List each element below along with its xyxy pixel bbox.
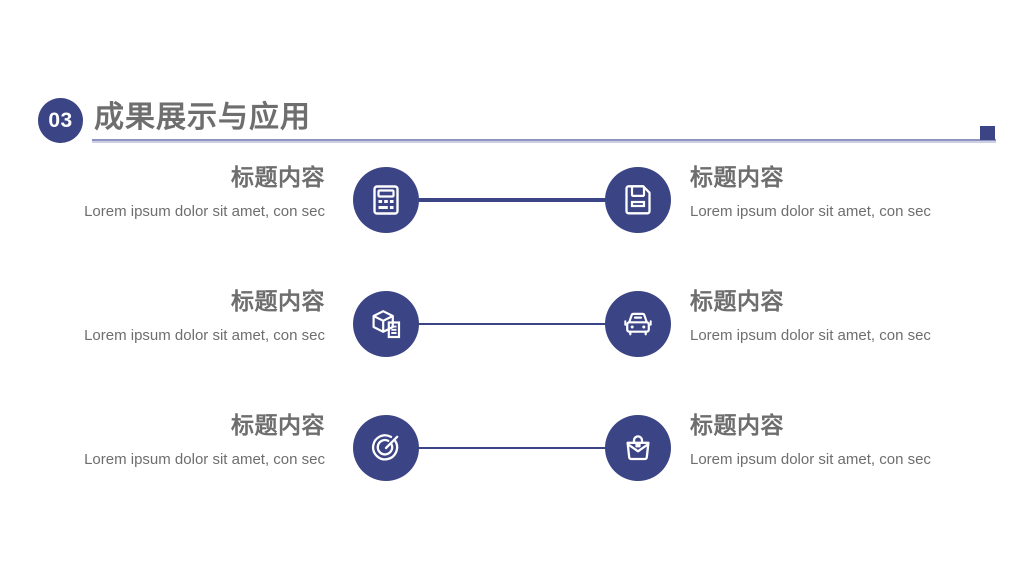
row-left-text-block: 标题内容 Lorem ipsum dolor sit amet, con sec bbox=[35, 409, 335, 471]
briefcase-lock-icon bbox=[621, 431, 655, 465]
row-right-text-block: 标题内容 Lorem ipsum dolor sit amet, con sec bbox=[690, 409, 990, 471]
content-row: 标题内容 Lorem ipsum dolor sit amet, con sec bbox=[0, 269, 1024, 379]
item-title: 标题内容 bbox=[231, 412, 325, 438]
row-left-text-block: 标题内容 Lorem ipsum dolor sit amet, con sec bbox=[35, 161, 335, 223]
box-package-document-icon bbox=[369, 307, 403, 341]
header-square-marker-icon bbox=[980, 126, 995, 140]
header-divider-shadow bbox=[92, 141, 996, 143]
page-title: 成果展示与应用 bbox=[94, 101, 311, 134]
icon-circle-calculator[interactable] bbox=[353, 167, 419, 233]
content-row: 标题内容 Lorem ipsum dolor sit amet, con sec bbox=[0, 145, 1024, 255]
item-title: 标题内容 bbox=[231, 288, 325, 314]
item-description: Lorem ipsum dolor sit amet, con sec bbox=[690, 327, 931, 344]
icon-circle-secure-bag[interactable] bbox=[605, 415, 671, 481]
row-connector-line bbox=[415, 447, 611, 449]
row-left-text-block: 标题内容 Lorem ipsum dolor sit amet, con sec bbox=[35, 285, 335, 347]
section-number-badge: 03 bbox=[38, 98, 83, 143]
row-right-text-block: 标题内容 Lorem ipsum dolor sit amet, con sec bbox=[690, 161, 990, 223]
icon-circle-car[interactable] bbox=[605, 291, 671, 357]
icon-circle-target[interactable] bbox=[353, 415, 419, 481]
car-front-icon bbox=[621, 307, 655, 341]
item-description: Lorem ipsum dolor sit amet, con sec bbox=[84, 327, 325, 344]
icon-circle-package[interactable] bbox=[353, 291, 419, 357]
item-description: Lorem ipsum dolor sit amet, con sec bbox=[690, 203, 931, 220]
slide-header: 03 成果展示与应用 bbox=[0, 46, 1024, 143]
target-arrow-icon bbox=[369, 431, 403, 465]
item-description: Lorem ipsum dolor sit amet, con sec bbox=[84, 203, 325, 220]
row-connector-line bbox=[415, 323, 611, 325]
item-title: 标题内容 bbox=[231, 164, 325, 190]
icon-circle-save[interactable] bbox=[605, 167, 671, 233]
calculator-icon bbox=[369, 183, 403, 217]
row-connector-line bbox=[415, 198, 611, 202]
row-right-text-block: 标题内容 Lorem ipsum dolor sit amet, con sec bbox=[690, 285, 990, 347]
item-title: 标题内容 bbox=[690, 288, 784, 314]
item-title: 标题内容 bbox=[690, 412, 784, 438]
item-title: 标题内容 bbox=[690, 164, 784, 190]
item-description: Lorem ipsum dolor sit amet, con sec bbox=[84, 451, 325, 468]
header-divider bbox=[92, 139, 996, 141]
content-row: 标题内容 Lorem ipsum dolor sit amet, con sec bbox=[0, 393, 1024, 503]
floppy-disk-save-icon bbox=[621, 183, 655, 217]
item-description: Lorem ipsum dolor sit amet, con sec bbox=[690, 451, 931, 468]
